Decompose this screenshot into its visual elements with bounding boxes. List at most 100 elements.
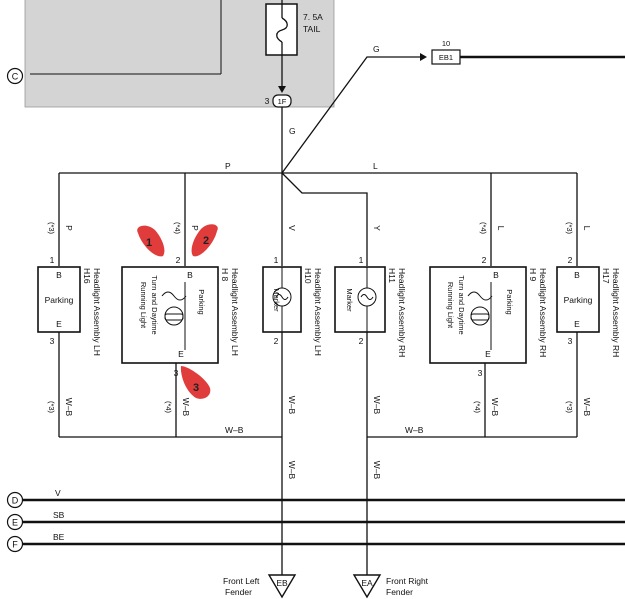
h16-label: Parking	[45, 295, 74, 305]
ground-eb: EB Front Left Fender	[223, 574, 297, 599]
ground-right-wire-label: W–B	[372, 461, 382, 480]
h17-label: Parking	[564, 295, 593, 305]
ground-icon	[352, 574, 382, 599]
h9-id: H 9	[528, 268, 538, 282]
svg-text:10: 10	[442, 39, 450, 48]
svg-text:1: 1	[146, 237, 152, 249]
wire-p-label: P	[225, 161, 231, 171]
svg-text:3: 3	[568, 336, 573, 346]
svg-text:E: E	[574, 319, 580, 329]
svg-text:2: 2	[482, 255, 487, 265]
component-h17: 2 B Parking E 3 H17 Headlight Assembly R…	[556, 255, 621, 357]
h9-name: Headlight Assembly RH	[538, 268, 548, 357]
marker-3: 3	[180, 366, 211, 399]
component-h8: 2 B E 3 Parking Turn and Daytime Running…	[121, 255, 240, 378]
svg-text:E: E	[12, 518, 18, 528]
svg-text:2: 2	[568, 255, 573, 265]
wire-y	[281, 172, 368, 266]
h10-id: H10	[303, 268, 313, 284]
h9-wire-out: W–B	[490, 398, 500, 417]
h11-wire-in: Y	[372, 225, 382, 231]
svg-text:Fender: Fender	[386, 587, 413, 597]
svg-text:3: 3	[50, 336, 55, 346]
connector-eb1: EB1 10	[431, 39, 461, 65]
bulb-icon	[470, 313, 490, 321]
bus-d: D V	[6, 488, 625, 509]
svg-text:EA: EA	[361, 578, 373, 588]
h16-wire-in: P	[64, 225, 74, 231]
ground-ea: EA Front Right Fender	[352, 574, 429, 599]
ground-icon	[267, 574, 297, 599]
svg-text:Front Right: Front Right	[386, 576, 429, 586]
svg-text:C: C	[12, 72, 19, 82]
h9-note-out: (*4)	[473, 401, 482, 414]
h8-note-out: (*4)	[164, 401, 173, 414]
h17-wire-out: W–B	[582, 398, 592, 417]
svg-text:BE: BE	[53, 532, 65, 542]
wire-wb-right-label: W–B	[405, 425, 424, 435]
wire-wb-left-label: W–B	[225, 425, 244, 435]
svg-text:B: B	[574, 270, 580, 280]
svg-text:3: 3	[478, 368, 483, 378]
svg-text:F: F	[12, 540, 18, 550]
h8-note-in: (*4)	[173, 222, 182, 235]
h16-id: H16	[82, 268, 92, 284]
svg-text:1: 1	[274, 255, 279, 265]
arrow-icon	[278, 86, 286, 93]
h9-label2: Turn and Daytime	[457, 275, 466, 334]
fuse-tail: 7. 5A TAIL	[265, 0, 323, 56]
h11-wire-out: W–B	[372, 396, 382, 415]
h8-label: Parking	[197, 289, 206, 314]
h11-label: Marker	[345, 288, 354, 312]
component-h16: 1 B Parking E 3 H16 Headlight Assembly L…	[37, 255, 102, 356]
h10-label: Marker	[272, 288, 281, 312]
fuse-name: TAIL	[303, 24, 321, 34]
svg-text:1F: 1F	[278, 97, 287, 106]
wire-g-upper-label: G	[373, 44, 380, 54]
wire-g-upper	[281, 56, 420, 174]
svg-text:EB1: EB1	[439, 53, 453, 62]
h17-name: Headlight Assembly RH	[611, 268, 621, 357]
svg-text:E: E	[485, 349, 491, 359]
h9-note-in: (*4)	[479, 222, 488, 235]
h17-wire-in: L	[582, 226, 592, 231]
h9-label: Parking	[505, 289, 514, 314]
ground-left-wire-label: W–B	[287, 461, 297, 480]
h16-name: Headlight Assembly LH	[92, 268, 102, 356]
h10-wire-out: W–B	[287, 396, 297, 415]
svg-text:E: E	[178, 349, 184, 359]
marker-1: 1	[137, 225, 165, 257]
svg-text:2: 2	[203, 235, 209, 247]
marker-2: 2	[191, 224, 218, 257]
svg-text:D: D	[12, 496, 19, 506]
svg-text:2: 2	[274, 336, 279, 346]
svg-text:1: 1	[359, 255, 364, 265]
h8-label2: Turn and Daytime	[150, 275, 159, 334]
bus-f: F BE	[6, 532, 625, 553]
h8-id: H 8	[220, 268, 230, 282]
fuse-rating: 7. 5A	[303, 12, 323, 22]
svg-text:B: B	[493, 270, 499, 280]
svg-text:Fender: Fender	[225, 587, 252, 597]
h17-note-in: (*3)	[565, 222, 574, 235]
svg-text:Running Light: Running Light	[446, 282, 455, 329]
wire-g-label: G	[289, 126, 296, 136]
component-h11: 1 Marker 2 H11 Headlight Assembly RH	[334, 255, 407, 357]
svg-text:E: E	[56, 319, 62, 329]
h8-wire-in: P	[190, 225, 200, 231]
h16-note-out: (*3)	[47, 401, 56, 414]
svg-text:SB: SB	[53, 510, 65, 520]
svg-text:2: 2	[176, 255, 181, 265]
wire-l-label: L	[373, 161, 378, 171]
h11-id: H11	[387, 268, 397, 283]
h11-name: Headlight Assembly RH	[397, 268, 407, 357]
svg-text:B: B	[56, 270, 62, 280]
connector-c: C	[6, 67, 24, 85]
component-h9: 2 B E 3 Parking Turn and Daytime Running…	[429, 255, 548, 378]
svg-text:1: 1	[50, 255, 55, 265]
h16-note-in: (*3)	[47, 222, 56, 235]
svg-text:Front Left: Front Left	[223, 576, 260, 586]
h17-note-out: (*3)	[565, 401, 574, 414]
h10-name: Headlight Assembly LH	[313, 268, 323, 356]
